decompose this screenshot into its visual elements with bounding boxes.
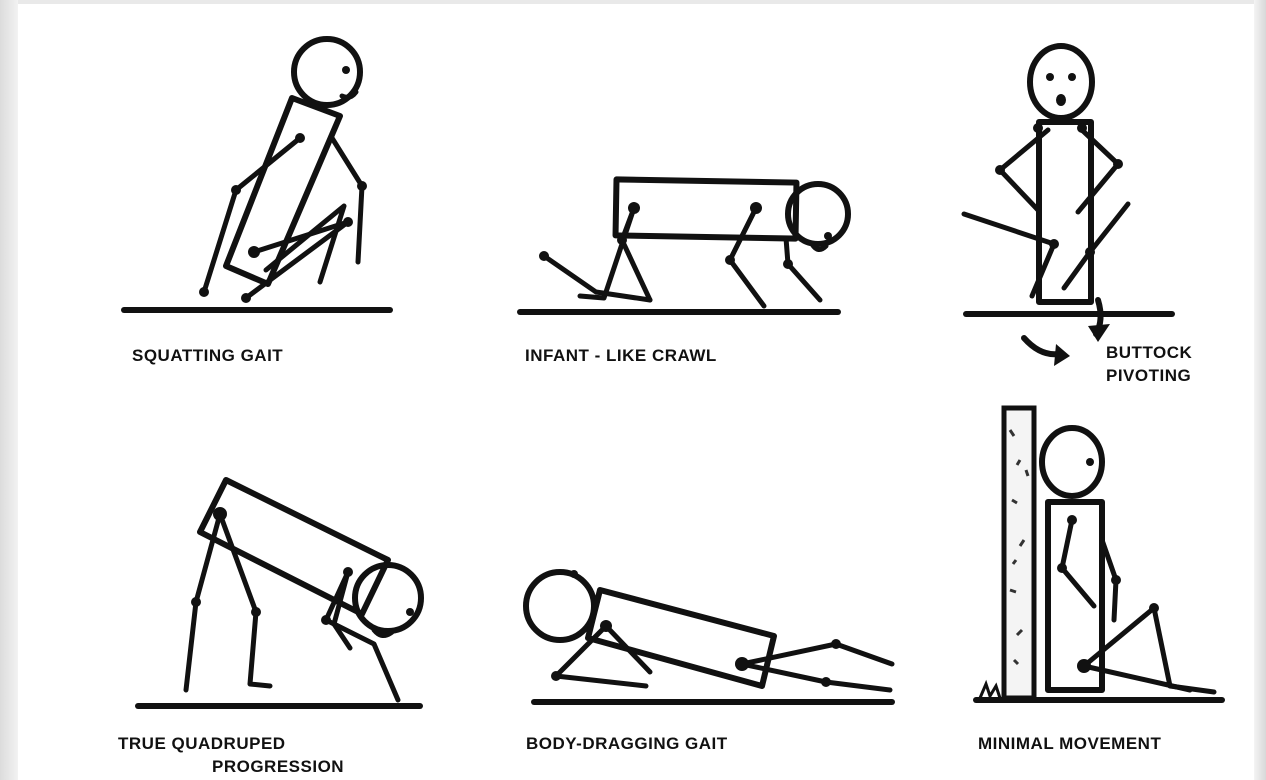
joint: [213, 507, 227, 521]
back-leg-2: [622, 208, 650, 300]
label-squatting-gait: SQUATTING GAIT: [132, 346, 283, 365]
eye: [406, 608, 414, 616]
joint: [831, 639, 841, 649]
right-arm: [1078, 130, 1118, 212]
joint: [735, 657, 749, 671]
gait-diagram: SQUATTING GAIT INFANT - LIKE CRAWL: [18, 4, 1254, 780]
head: [1030, 46, 1092, 118]
label-true-quadruped: TRUE QUADRUPED: [118, 734, 286, 753]
stick-figure-dragging: [526, 570, 892, 690]
joint: [551, 671, 561, 681]
label-minimal-movement: MINIMAL MOVEMENT: [978, 734, 1161, 753]
head: [355, 565, 421, 631]
mouth: [1056, 94, 1066, 106]
head: [526, 572, 594, 640]
joint: [600, 620, 612, 632]
joint: [995, 165, 1005, 175]
page-edge-right: [1254, 0, 1266, 780]
joint: [321, 615, 331, 625]
arrow-head: [1054, 344, 1070, 366]
joint: [1111, 575, 1121, 585]
eye: [824, 232, 832, 240]
panel-buttock-pivoting: BUTTOCK PIVOTING: [964, 46, 1193, 385]
joint: [725, 255, 735, 265]
joint: [1033, 123, 1043, 133]
leg-1: [742, 644, 892, 664]
panel-true-quadruped: TRUE QUADRUPED PROGRESSION: [118, 480, 421, 776]
wall-slab: [1004, 408, 1034, 698]
joint: [251, 607, 261, 617]
arrow-arc: [1024, 338, 1058, 354]
front-arm-1: [730, 208, 764, 306]
label-body-dragging-gait: BODY-DRAGGING GAIT: [526, 734, 728, 753]
stick-figure-sitting-wall: [1042, 428, 1214, 692]
back-leg-2: [220, 514, 270, 686]
stick-figure-squatting: [199, 39, 367, 303]
stick-figure-quadruped: [186, 480, 421, 700]
panel-squatting-gait: SQUATTING GAIT: [124, 39, 390, 365]
eye: [1046, 73, 1054, 81]
joint: [199, 287, 209, 297]
label-infant-like-crawl: INFANT - LIKE CRAWL: [525, 346, 717, 365]
panel-infant-like-crawl: INFANT - LIKE CRAWL: [520, 179, 848, 365]
eye: [1068, 73, 1076, 81]
grass: [980, 684, 1000, 698]
joint: [1067, 515, 1077, 525]
joint: [241, 293, 251, 303]
panel-body-dragging: BODY-DRAGGING GAIT: [526, 570, 892, 753]
arrow-head: [1088, 324, 1110, 342]
stick-figure-sitting: [964, 46, 1128, 302]
joint: [1149, 603, 1159, 613]
joint: [191, 597, 201, 607]
label-buttock: BUTTOCK: [1106, 343, 1193, 362]
joint: [783, 259, 793, 269]
torso: [616, 179, 797, 238]
panel-minimal-movement: MINIMAL MOVEMENT: [976, 408, 1222, 753]
joint: [821, 677, 831, 687]
torso: [200, 480, 388, 614]
joint: [343, 217, 353, 227]
wall: [980, 408, 1034, 698]
stick-figure-crawling: [539, 179, 848, 306]
joint: [1077, 123, 1087, 133]
joint: [617, 235, 627, 245]
right-leg: [1064, 204, 1128, 288]
arm-2: [606, 626, 650, 672]
eye: [570, 570, 578, 578]
joint: [1077, 659, 1091, 673]
joint: [248, 246, 260, 258]
eye: [1086, 458, 1094, 466]
torso: [1039, 122, 1091, 302]
page-edge-left: [0, 0, 18, 780]
joint: [357, 181, 367, 191]
joint: [1049, 239, 1059, 249]
joint: [539, 251, 549, 261]
joint: [750, 202, 762, 214]
eye: [342, 66, 350, 74]
joint: [628, 202, 640, 214]
torso: [1048, 502, 1102, 690]
label-pivoting: PIVOTING: [1106, 366, 1191, 385]
arm: [1062, 520, 1094, 606]
joint: [1057, 563, 1067, 573]
diagram-canvas: SQUATTING GAIT INFANT - LIKE CRAWL: [18, 4, 1254, 780]
back-leg: [246, 222, 348, 298]
joint: [1085, 247, 1095, 257]
joint: [295, 133, 305, 143]
label-progression: PROGRESSION: [212, 757, 344, 776]
front-arm: [332, 138, 362, 262]
rotation-arrow-icon: [1024, 300, 1110, 366]
joint: [1113, 159, 1123, 169]
joint: [343, 567, 353, 577]
joint: [231, 185, 241, 195]
